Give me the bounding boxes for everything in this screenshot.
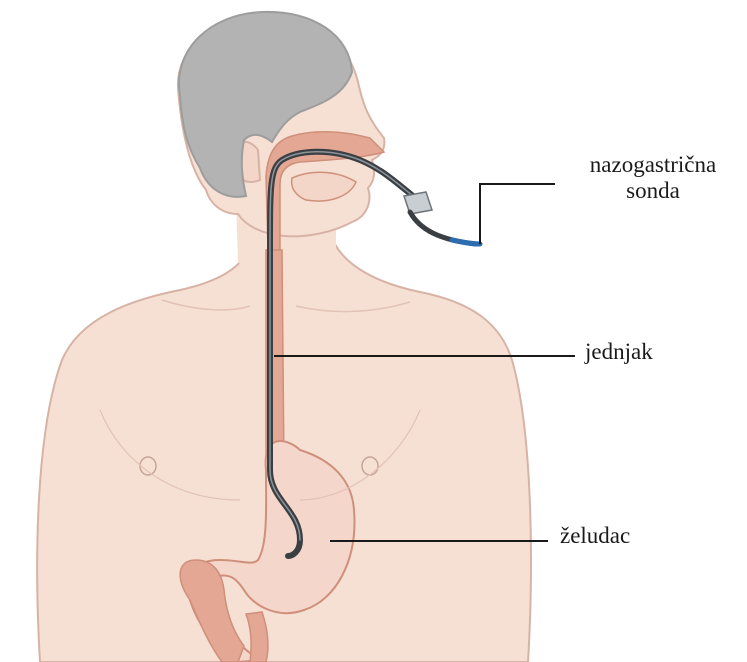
tube-blue-end [452,240,480,244]
tube-leader-line [480,184,555,244]
nasogastric-tube-label-line2: sonda [568,178,738,204]
esophagus-label: jednjak [585,339,653,365]
nasogastric-tube-label-line1: nazogastrična [568,152,738,178]
tube-external-segment [410,212,476,244]
stomach-label: želudac [560,523,630,549]
nasogastric-tube-label: nazogastrična sonda [568,152,738,205]
